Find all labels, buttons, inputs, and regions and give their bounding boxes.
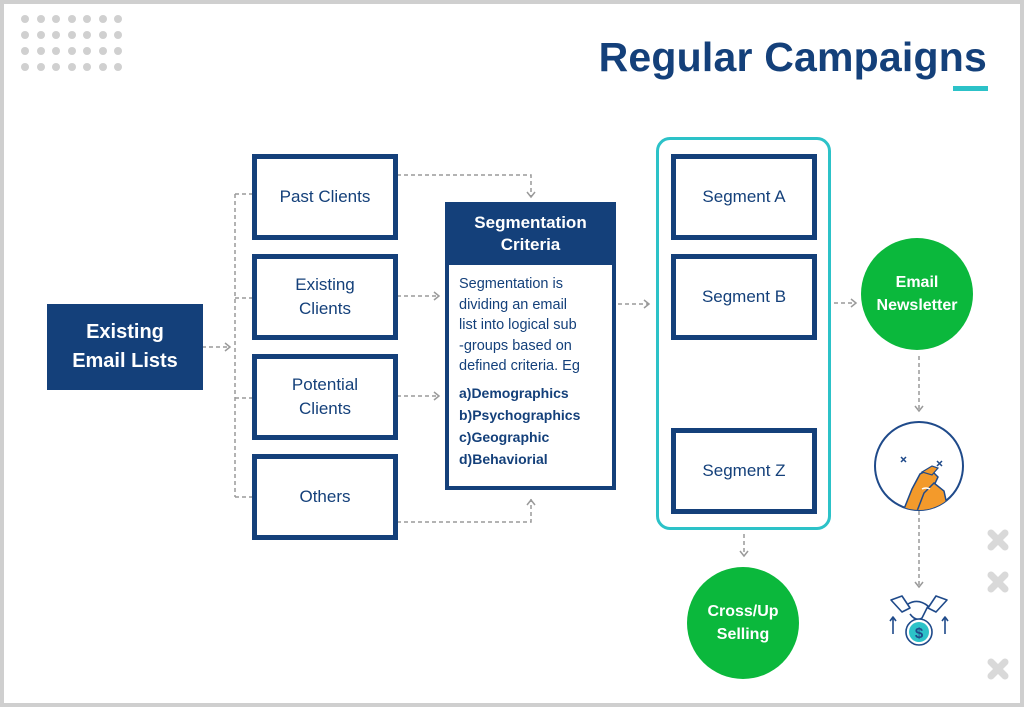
existing-clients-box: Existing Clients: [252, 254, 398, 340]
segment-z-box: Segment Z: [671, 428, 817, 514]
source-label-line1: Existing: [86, 321, 164, 343]
segment-b-box: Segment B: [671, 254, 817, 340]
description-line: list into logical sub: [459, 317, 577, 333]
potential-clients-box: Potential Clients: [252, 354, 398, 440]
segmentation-criteria-header: Segmentation Criteria: [449, 206, 612, 265]
criteria-item: c)Geographic: [459, 428, 550, 445]
segmentation-criteria-box: Segmentation Criteria Segmentation is di…: [445, 202, 616, 490]
segment-label: Segment Z: [702, 461, 786, 480]
client-list-label: Past Clients: [279, 187, 371, 206]
description-line: Segmentation is: [459, 276, 563, 292]
page-title: Regular Campaigns: [598, 34, 987, 80]
email-newsletter-circle: Email Newsletter: [861, 238, 973, 350]
svg-text:$: $: [915, 625, 924, 642]
segment-a-box: Segment A: [671, 154, 817, 240]
segmentation-description: Segmentation is dividing an email list i…: [449, 265, 612, 479]
criteria-title-line: Segmentation: [474, 213, 587, 232]
client-list-label: Existing: [295, 275, 355, 294]
criteria-item: a)Demographics: [459, 384, 569, 401]
past-clients-box: Past Clients: [252, 154, 398, 240]
title-accent-underline: [953, 86, 988, 91]
others-box: Others: [252, 454, 398, 540]
segments-group-frame: [656, 137, 831, 530]
criteria-item: b)Psychographics: [459, 406, 581, 423]
client-list-label: Potential: [291, 375, 359, 394]
diagram-canvas: Regular Campaigns: [4, 4, 1020, 703]
criteria-item: d)Behaviorial: [459, 450, 548, 467]
criteria-title-line: Criteria: [500, 235, 561, 254]
outcome-label: Cross/Up: [707, 603, 779, 620]
decorative-cross-icon: [987, 529, 1009, 551]
client-list-label: Clients: [299, 399, 351, 418]
handshake-grip-icon: [874, 421, 964, 511]
description-line: -groups based on: [459, 337, 572, 354]
outcome-label: Newsletter: [876, 297, 958, 314]
description-line: dividing an email: [459, 296, 568, 313]
criteria-list: a)Demographics b)Psychographics c)Geogra…: [459, 382, 602, 470]
segment-label: Segment A: [702, 187, 786, 206]
source-label-line2: Email Lists: [72, 350, 178, 372]
handshake-money-icon: $: [889, 595, 949, 646]
decorative-dot-grid: [21, 15, 122, 71]
client-list-label: Clients: [299, 299, 351, 318]
arrowhead: [224, 342, 232, 352]
client-list-label: Others: [299, 487, 351, 506]
description-line: defined criteria. Eg: [459, 358, 580, 374]
decorative-cross-icon: [987, 658, 1009, 680]
connector-lines: [202, 174, 924, 589]
segment-label: Segment B: [701, 287, 787, 306]
decorative-cross-icon: [987, 571, 1009, 593]
connector-past-to-criteria: [397, 174, 532, 197]
existing-email-lists-box: Existing Email Lists: [47, 304, 203, 390]
cross-up-selling-circle: Cross/Up Selling: [687, 567, 799, 679]
outcome-label: Email: [895, 274, 939, 291]
outcome-label: Selling: [716, 626, 770, 643]
